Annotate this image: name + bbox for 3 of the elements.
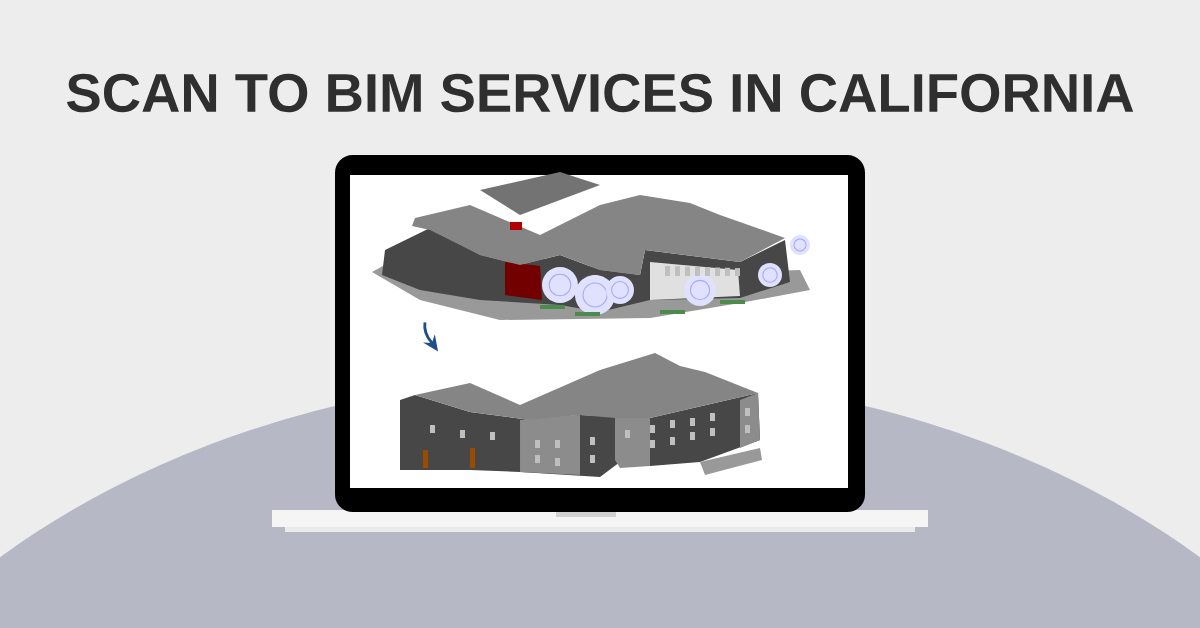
title: SCAN TO BIM SERVICES IN CALIFORNIA [66,73,1134,113]
point-cloud-building-drawing [372,172,810,320]
bim-model-building-drawing [400,353,762,477]
